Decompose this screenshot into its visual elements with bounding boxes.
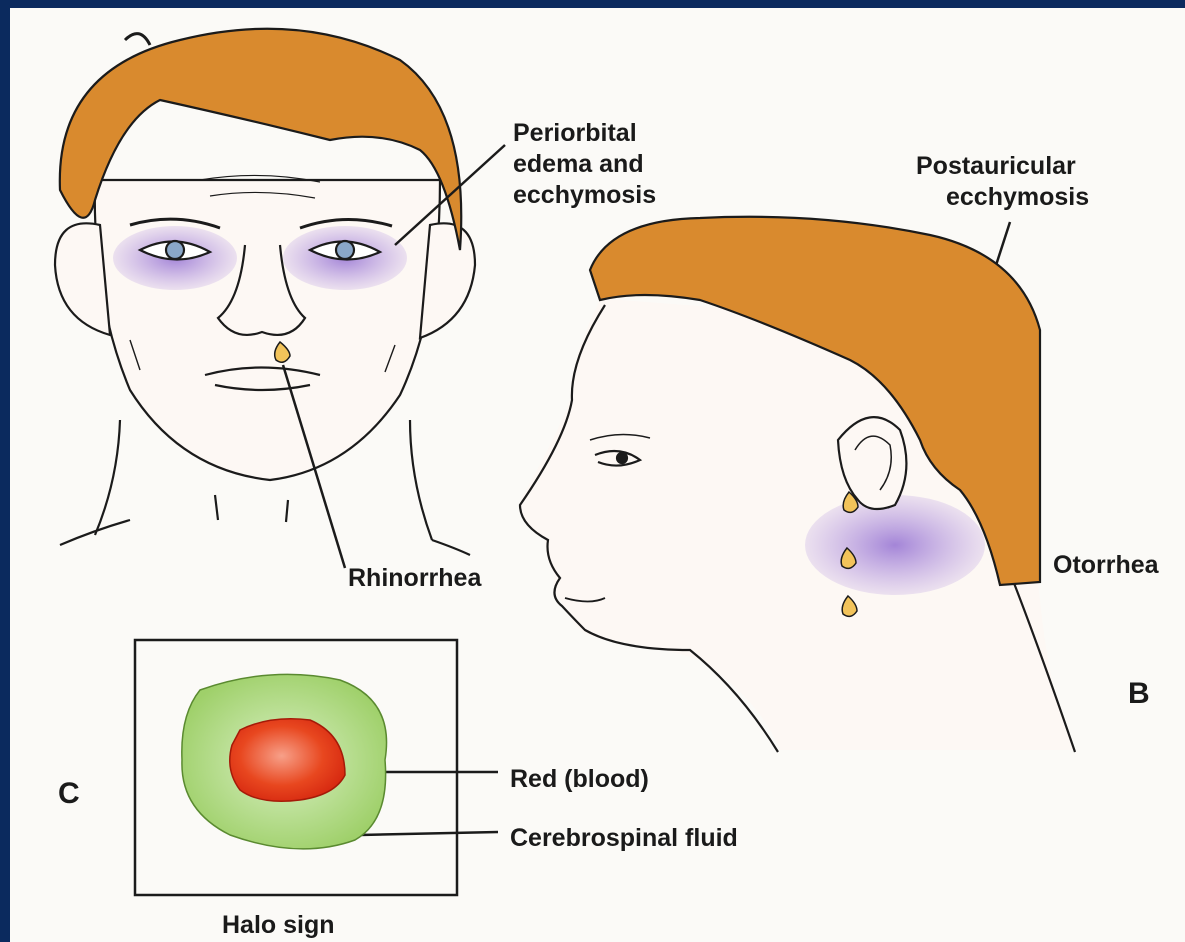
panel-c-label: C bbox=[58, 778, 80, 809]
otorrhea-label: Otorrhea bbox=[1053, 550, 1159, 581]
csf-label: Cerebrospinal fluid bbox=[510, 823, 738, 854]
front-face bbox=[55, 29, 475, 555]
halo-sign-caption: Halo sign bbox=[222, 910, 335, 941]
periorbital-label: Periorbital edema and ecchymosis bbox=[513, 118, 656, 211]
red-blood-label: Red (blood) bbox=[510, 764, 649, 795]
rhinorrhea-label: Rhinorrhea bbox=[348, 563, 481, 594]
profile-head bbox=[520, 217, 1075, 752]
diagram-frame: Periorbital edema and ecchymosis Postaur… bbox=[10, 8, 1185, 942]
blood-spot bbox=[230, 719, 345, 802]
neck-bruise bbox=[805, 495, 985, 595]
panel-b-label: B bbox=[1128, 678, 1150, 709]
postauricular-label: Postauricular ecchymosis bbox=[916, 151, 1089, 213]
